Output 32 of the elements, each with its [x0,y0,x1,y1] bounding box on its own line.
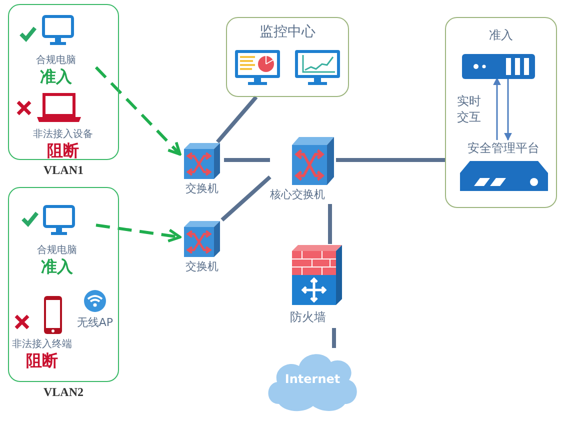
status-label: 准入 [39,67,73,86]
device-label: 无线AP [76,316,114,330]
connection-line [336,158,445,162]
device-label: 核心交换机 [270,188,325,202]
group-label: 监控中心 [258,24,316,41]
device-label: 合规电脑 [35,55,77,67]
device-label: 安全管理平台 [466,141,540,156]
group-label: 准入 [488,28,514,42]
connection-line [332,328,336,348]
connection-line [224,158,270,162]
device-label: 交换机 [184,182,220,196]
arrow [504,78,512,141]
access-group-box [445,17,557,208]
status-label: 阻断 [25,351,59,370]
device-label: 防火墙 [290,310,326,324]
device-label: 交换机 [184,260,220,274]
group-label: VLAN1 [42,163,84,178]
arrow [493,77,501,140]
status-label: 准入 [40,257,74,276]
connection-line [328,204,332,244]
connection-line [220,175,272,222]
group-label: VLAN2 [42,385,84,400]
monitoring-center-box [226,17,349,97]
status-label: 阻断 [46,141,80,160]
arrow [96,224,182,242]
arrow [94,66,182,156]
device-label: 非法接入设备 [32,129,94,141]
edge-label: 实时交互 [457,93,483,125]
device-label: 合规电脑 [36,245,78,257]
device-label: 非法接入终端 [11,339,73,351]
device-label: Internet [284,372,342,386]
connection-line [216,96,258,144]
